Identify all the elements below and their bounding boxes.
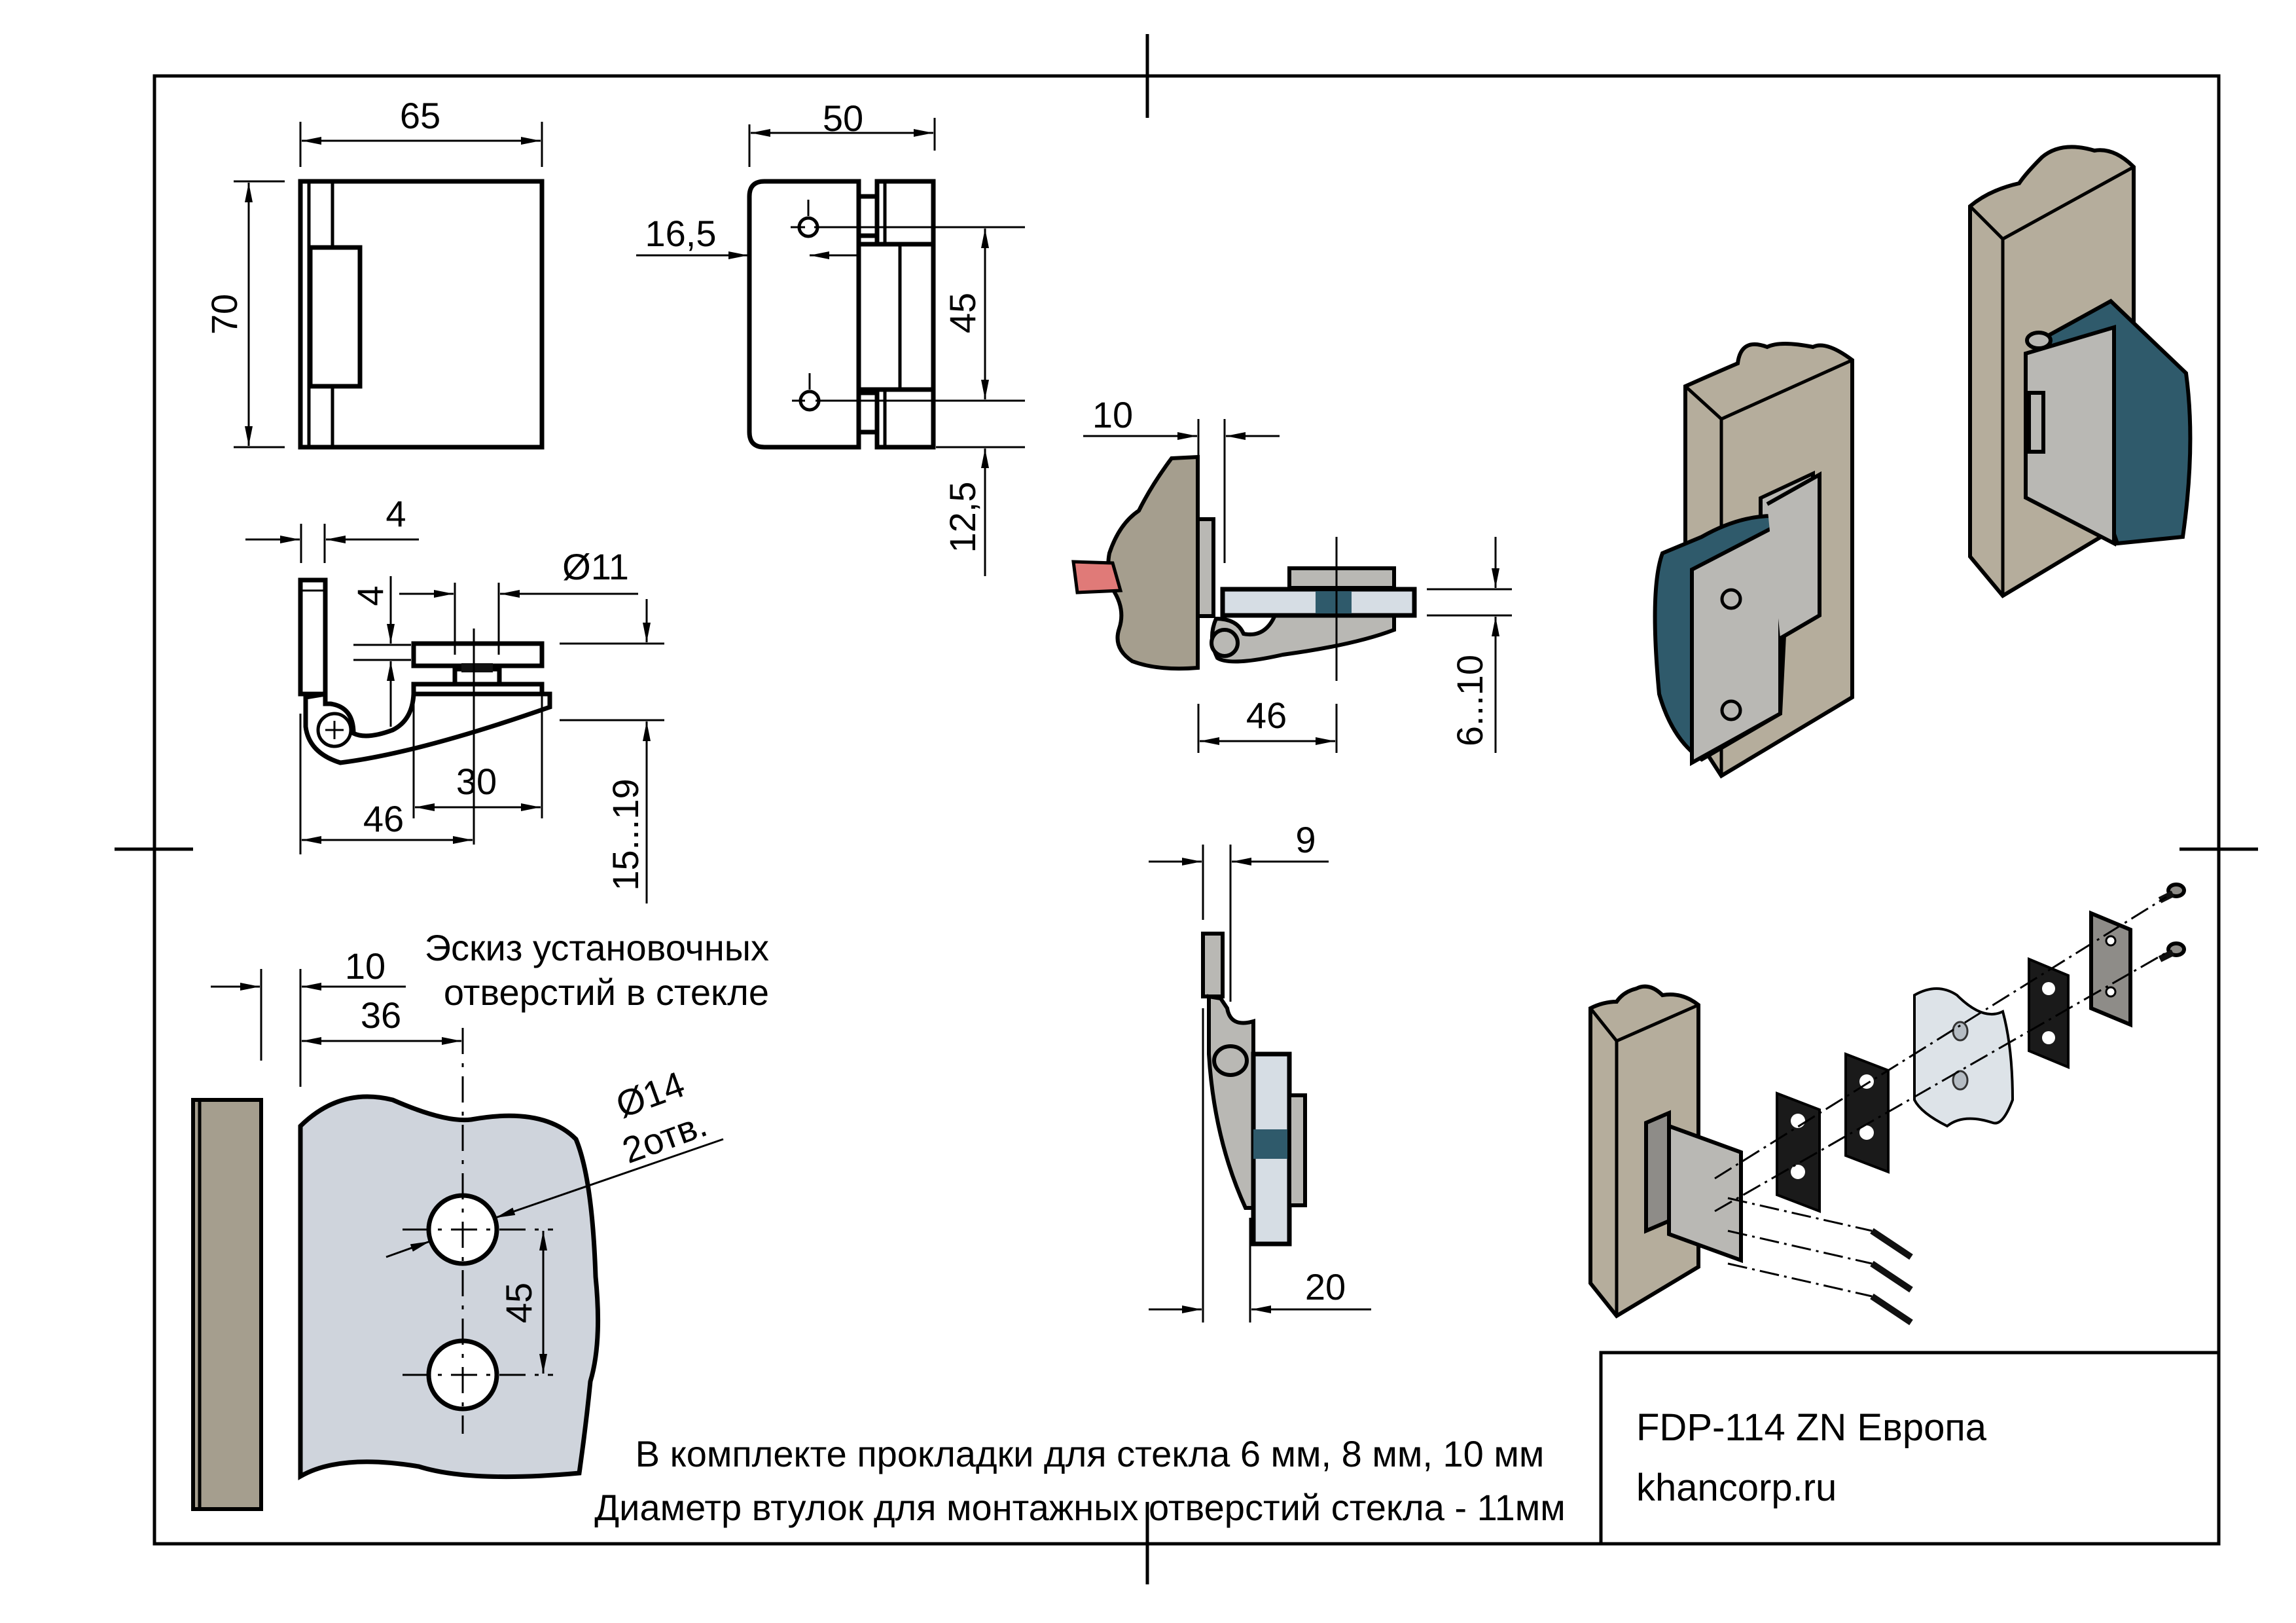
- wall-section: [191, 1098, 263, 1511]
- dim-plate-thickness-4: 4: [386, 493, 406, 534]
- dim-width-65: 65: [400, 95, 440, 136]
- dim-gap-10: 10: [1092, 394, 1133, 435]
- dim-height-70: 70: [204, 294, 245, 335]
- top-section-view: 4 4 Ø11 30 46 15...19: [245, 493, 664, 903]
- dim-washer-thickness-4: 4: [350, 585, 391, 606]
- dim-clamp-length-30: 30: [456, 761, 497, 802]
- glass-panel: [298, 1094, 601, 1481]
- dim-edge-offset-10: 10: [345, 945, 386, 987]
- render-installed-open: [1653, 342, 1854, 779]
- long-screw-icon: [1870, 1228, 1913, 1326]
- notes: В комплекте прокладки для стекла 6 мм, 8…: [594, 1433, 1565, 1528]
- dim-bottom-offset-12-5: 12,5: [942, 482, 983, 553]
- note-gaskets: В комплекте прокладки для стекла 6 мм, 8…: [636, 1433, 1545, 1474]
- dim-bushing-diameter: Ø11: [562, 546, 629, 587]
- dim-width-50: 50: [823, 98, 863, 139]
- installed-section-view: 10 46 6...10: [1071, 394, 1512, 753]
- front-view: 50 16,5 45 12,5: [636, 98, 1025, 576]
- side-elevation-view: 65 70: [204, 95, 545, 450]
- title-block: FDP-114 ZN Европа khancorp.ru: [1599, 1351, 2221, 1546]
- glass-hole-sketch: Эскиз установочных отверстий в стекле 10…: [191, 927, 769, 1511]
- dim-glass-thickness: 6...10: [1449, 655, 1490, 746]
- website: khancorp.ru: [1636, 1467, 1837, 1509]
- render-installed-closed: [1968, 145, 2193, 598]
- drawing-frame: [115, 34, 2258, 1584]
- dim-axis-to-center-46: 46: [363, 798, 404, 839]
- note-bushing-diameter: Диаметр втулок для монтажных отверстий с…: [594, 1487, 1565, 1528]
- dim-depth-20: 20: [1305, 1266, 1346, 1307]
- sketch-caption-line1: Эскиз установочных: [425, 927, 769, 968]
- dim-clamp-range: 15...19: [605, 778, 646, 890]
- dim-hole-from-edge-36: 36: [361, 994, 401, 1036]
- wall-dowel: [1071, 560, 1123, 594]
- render-exploded-view: [1588, 883, 2186, 1326]
- model-name: FDP-114 ZN Европа: [1636, 1406, 1987, 1449]
- sketch-caption-line2: отверстий в стекле: [444, 972, 769, 1013]
- screw-icon: [2158, 883, 2186, 962]
- dim-offset-9: 9: [1295, 819, 1316, 860]
- dim-hole-spacing-45b: 45: [498, 1283, 539, 1323]
- dim-hole-offset-16-5: 16,5: [645, 213, 717, 254]
- dim-axis-to-center-46b: 46: [1246, 695, 1287, 736]
- open-position-view: 9 20: [1149, 819, 1371, 1322]
- dim-hole-spacing-45: 45: [942, 293, 983, 333]
